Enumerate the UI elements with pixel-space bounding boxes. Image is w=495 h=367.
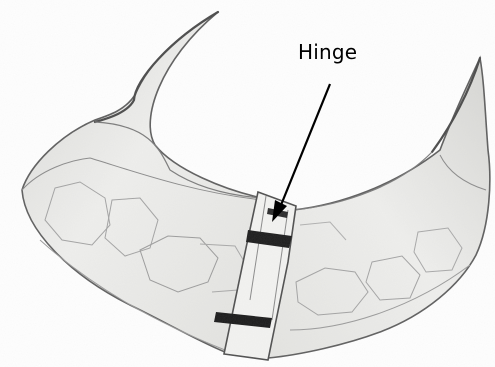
hinge-label: Hinge: [298, 40, 357, 64]
